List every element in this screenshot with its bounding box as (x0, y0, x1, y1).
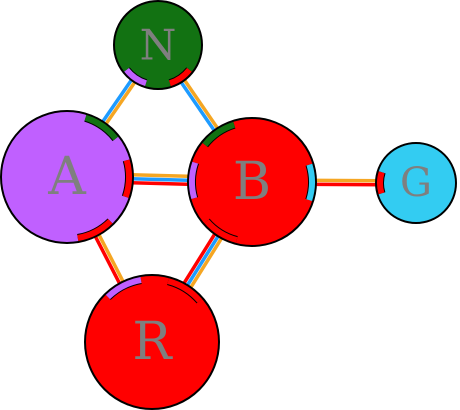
port-fill (122, 159, 132, 198)
node-N (113, 0, 203, 90)
port-B-to-A (188, 161, 200, 200)
port-fill (77, 219, 113, 241)
port-fill (124, 67, 148, 87)
port-N-to-B (168, 67, 193, 88)
node-N-label: N (140, 21, 177, 70)
port-B-to-N (201, 120, 236, 148)
port-R-to-B (166, 277, 203, 304)
labels-layer: N A B G R (47, 21, 432, 373)
port-fill (84, 114, 119, 141)
port-fill (377, 171, 385, 195)
port-A-to-R (76, 218, 114, 242)
port-fill (306, 163, 315, 202)
port-N-to-A (123, 67, 148, 88)
node-B-label: B (233, 152, 271, 212)
port-fill (105, 277, 142, 300)
port-fill (167, 278, 202, 303)
node-A-label: A (47, 147, 87, 207)
ports-layer (76, 67, 386, 304)
port-fill (202, 121, 236, 147)
node-G-label: G (400, 160, 432, 206)
port-A-to-B (121, 159, 133, 199)
node-R (84, 274, 220, 410)
port-B-to-G (305, 163, 316, 202)
node-R-label: R (132, 312, 173, 372)
port-A-to-N (84, 113, 119, 142)
port-G-to-B (376, 170, 386, 195)
port-R-to-A (105, 276, 142, 300)
port-fill (204, 219, 238, 243)
port-fill (189, 161, 199, 200)
port-fill (168, 67, 192, 87)
port-B-to-R (203, 218, 238, 244)
